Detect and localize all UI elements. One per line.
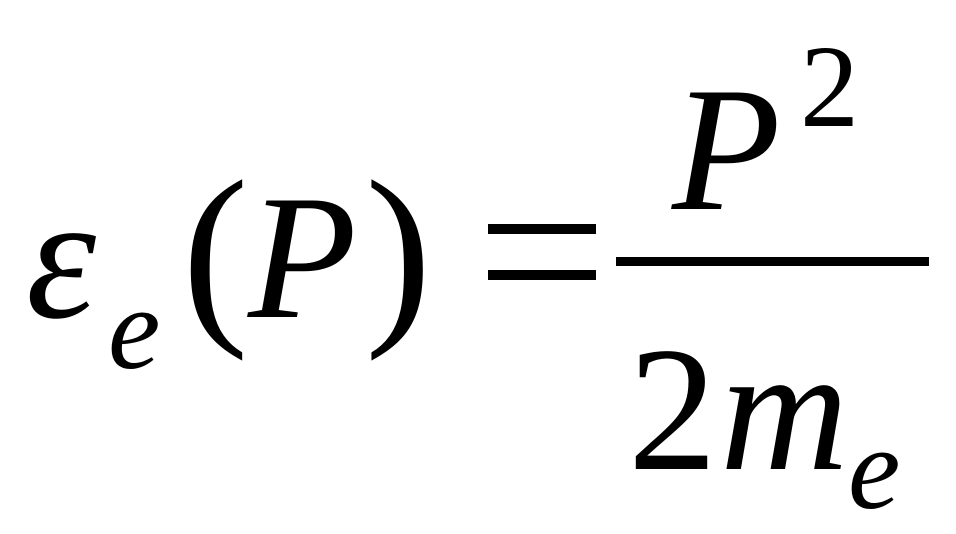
equals-bar-top: [488, 224, 596, 234]
numerator-exponent: 2: [800, 21, 859, 152]
equation: ε e ( P ) P 2 2 m e: [26, 21, 929, 528]
denominator-coefficient: 2: [628, 310, 717, 508]
denominator-subscript: e: [848, 403, 901, 534]
denominator-variable: m: [720, 310, 849, 508]
fraction-bar: [616, 257, 929, 266]
argument-p: P: [248, 158, 357, 356]
epsilon-subscript: e: [108, 263, 161, 394]
open-parenthesis: (: [182, 141, 249, 362]
epsilon-symbol: ε: [26, 158, 97, 356]
numerator-base: P: [672, 50, 781, 248]
close-parenthesis: ): [365, 141, 432, 362]
equals-bar-bottom: [488, 270, 596, 280]
